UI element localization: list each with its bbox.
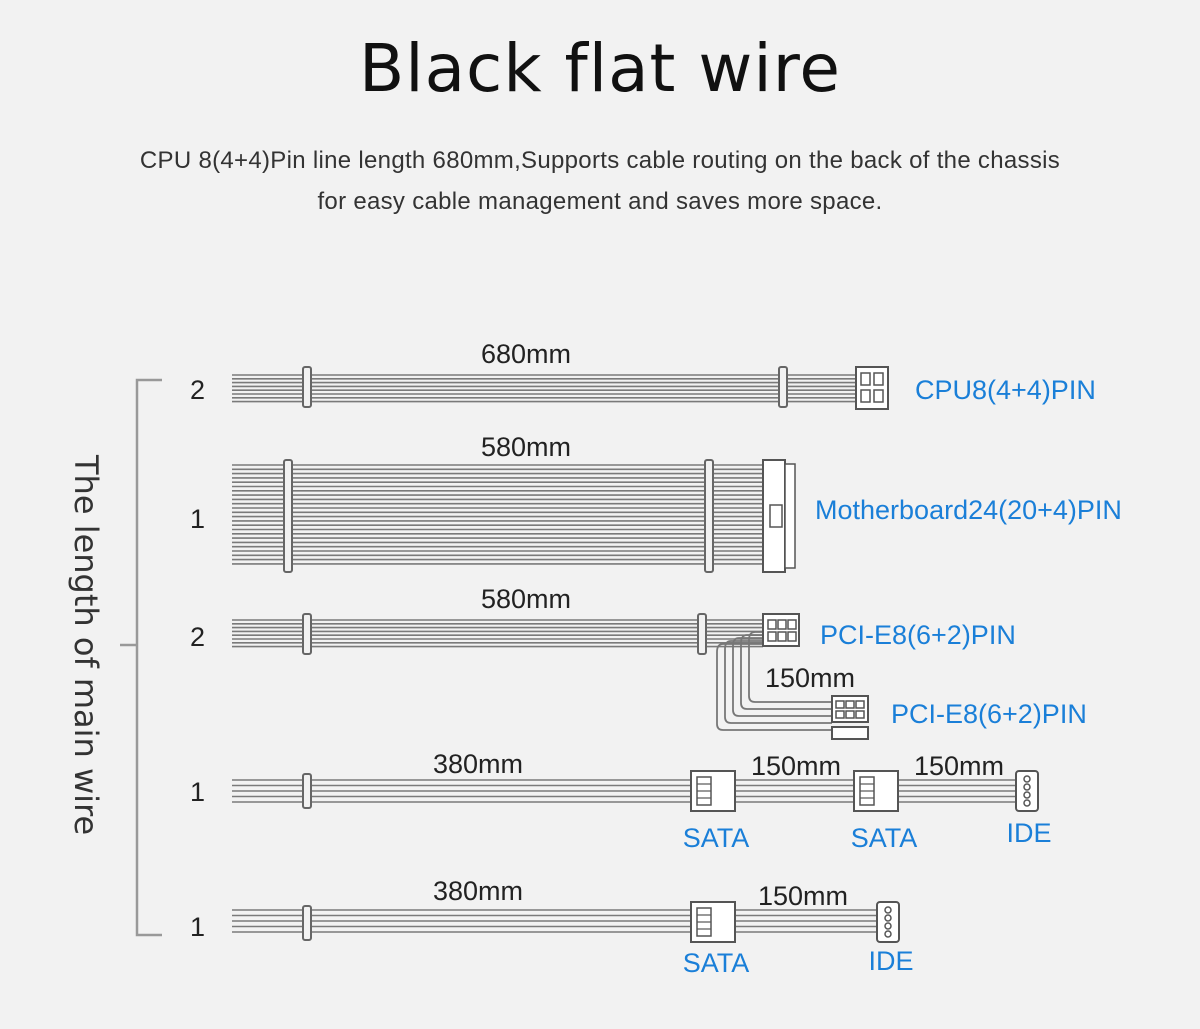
cable-sata-sata-ide — [232, 770, 1039, 812]
length-sata-ide-3-seg1: 380mm — [433, 749, 523, 779]
cable-tie — [697, 613, 707, 655]
connector-label-sata-3: SATA — [683, 948, 750, 978]
motherboard-connector-icon — [762, 459, 796, 573]
cable-tie — [302, 613, 312, 655]
wire — [716, 643, 832, 731]
sata-ide-2-wire-bundle — [232, 909, 877, 933]
quantity-motherboard: 1 — [190, 504, 205, 534]
connector-label-ide: IDE — [1006, 818, 1051, 848]
sata-connector-icon — [690, 901, 736, 943]
quantity-sata-ide-2: 1 — [190, 912, 205, 942]
cable-motherboard — [232, 459, 796, 573]
wire — [748, 631, 832, 703]
connector-label-sata-2: SATA — [851, 823, 918, 853]
connector-label-sata-1: SATA — [683, 823, 750, 853]
length-pcie-branch: 150mm — [765, 663, 855, 693]
wire — [732, 637, 832, 717]
cable-tie — [302, 905, 312, 941]
cable-tie — [283, 459, 293, 573]
length-sata-ide-3-seg2: 150mm — [751, 751, 841, 781]
quantity-pcie: 2 — [190, 622, 205, 652]
cable-tie — [302, 773, 312, 809]
length-pcie: 580mm — [481, 584, 571, 614]
connector-label-pcie: PCI-E8(6+2)PIN — [820, 620, 1016, 650]
length-sata-ide-3-seg3: 150mm — [914, 751, 1004, 781]
connector-label-cpu: CPU8(4+4)PIN — [915, 375, 1096, 405]
cable-tie — [302, 366, 312, 408]
cable-tie — [704, 459, 714, 573]
page-title: Black flat wire — [358, 30, 842, 107]
ide-connector-icon — [876, 901, 900, 943]
length-sata-ide-2-seg2: 150mm — [758, 881, 848, 911]
pcie-branch-wires — [716, 631, 832, 731]
cable-pcie — [232, 613, 869, 740]
ide-connector-icon — [1015, 770, 1039, 812]
length-sata-ide-2-seg1: 380mm — [433, 876, 523, 906]
subtitle-line-2: for easy cable management and saves more… — [317, 188, 883, 215]
wire — [740, 634, 832, 710]
length-motherboard: 580mm — [481, 432, 571, 462]
cable-tie — [778, 366, 788, 408]
subtitle-line-1: CPU 8(4+4)Pin line length 680mm,Supports… — [139, 147, 1061, 174]
sata-connector-icon — [690, 770, 736, 812]
pcie-wire-bundle — [232, 619, 763, 648]
wire — [724, 640, 832, 724]
quantity-cpu: 2 — [190, 375, 205, 405]
connector-label-ide-2: IDE — [868, 946, 913, 976]
sata-connector-icon — [853, 770, 899, 812]
pcie-branch-connector-icon — [831, 695, 869, 740]
cpu-connector-icon — [855, 366, 889, 410]
side-label: The length of main wire — [67, 454, 105, 835]
length-cpu: 680mm — [481, 339, 571, 369]
bracket — [120, 378, 162, 937]
connector-label-motherboard: Motherboard24(20+4)PIN — [815, 495, 1122, 525]
motherboard-wire-bundle — [232, 464, 763, 565]
cable-sata-ide — [232, 901, 900, 943]
pcie-connector-icon — [762, 613, 800, 647]
cpu-wire-bundle — [232, 374, 856, 403]
cable-cpu — [232, 366, 889, 410]
quantity-sata-ide-3: 1 — [190, 777, 205, 807]
connector-label-pcie-branch: PCI-E8(6+2)PIN — [891, 699, 1087, 729]
